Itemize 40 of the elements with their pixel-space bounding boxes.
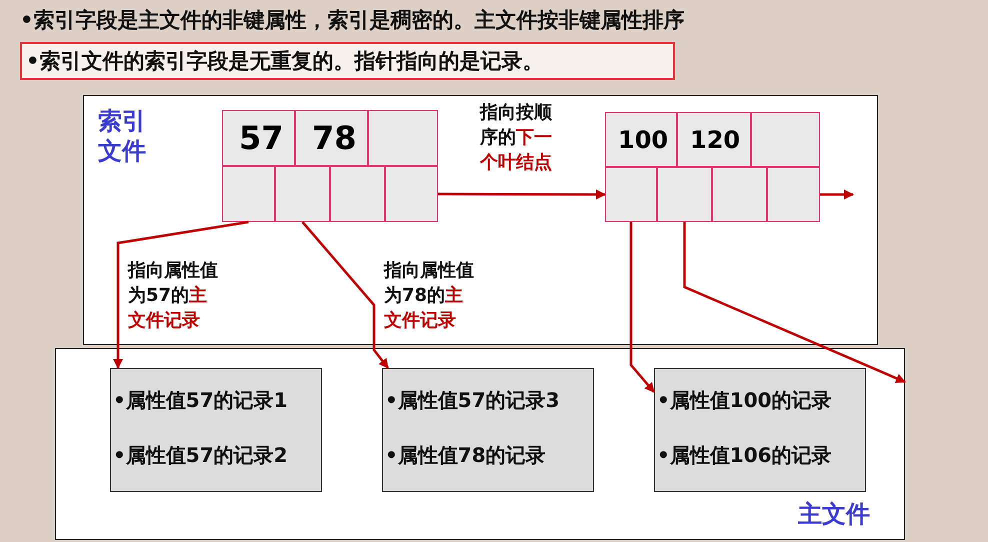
- key-cell: 120: [677, 112, 751, 167]
- pointer-cell: [330, 166, 385, 222]
- index-node-box: [222, 110, 438, 222]
- record-text: •属性值78的记录: [385, 442, 546, 469]
- key-cell: [751, 112, 820, 167]
- record-text: •属性值106的记录: [657, 442, 832, 469]
- pointer-cell: [712, 167, 767, 222]
- pointer-cell: [385, 166, 438, 222]
- edge-label: 指向按顺序的下一个叶结点: [480, 101, 553, 175]
- edge-label: 指向属性值为78的主文件记录: [384, 259, 475, 333]
- highlighted-text-box: •索引文件的索引字段是无重复的。指针指向的是记录。: [20, 42, 675, 80]
- arrow: [630, 222, 655, 393]
- panel-heading: 主文件: [798, 499, 871, 529]
- record-box: [110, 368, 322, 492]
- record-text: •属性值57的记录3: [385, 387, 560, 414]
- pointer-cell: [275, 166, 330, 222]
- index-node-box: [605, 112, 820, 222]
- record-box: [382, 368, 594, 492]
- arrow: [438, 189, 606, 200]
- arrow: [683, 222, 906, 384]
- bullet-text: •索引字段是主文件的非键属性，索引是稠密的。主文件按非键属性排序: [20, 7, 684, 34]
- key-cell: 100: [605, 112, 677, 167]
- arrow: [820, 190, 854, 200]
- edge-label: 指向属性值为57的主文件记录: [128, 259, 219, 333]
- pointer-cell: [222, 166, 275, 222]
- arrow: [302, 221, 389, 369]
- arrow: [113, 220, 249, 369]
- key-cell: [368, 110, 438, 166]
- panel-heading: 索引文件: [98, 106, 147, 166]
- key-cell: 78: [295, 110, 368, 166]
- pointer-cell: [767, 167, 820, 222]
- main-file-panel: [55, 348, 905, 540]
- pointer-cell: [657, 167, 712, 222]
- record-text: •属性值57的记录1: [113, 387, 288, 414]
- record-text: •属性值57的记录2: [113, 442, 288, 469]
- record-text: •属性值100的记录: [657, 387, 832, 414]
- index-file-panel: [83, 95, 878, 345]
- key-cell: 57: [222, 110, 295, 166]
- pointer-cell: [605, 167, 657, 222]
- record-box: [654, 368, 866, 492]
